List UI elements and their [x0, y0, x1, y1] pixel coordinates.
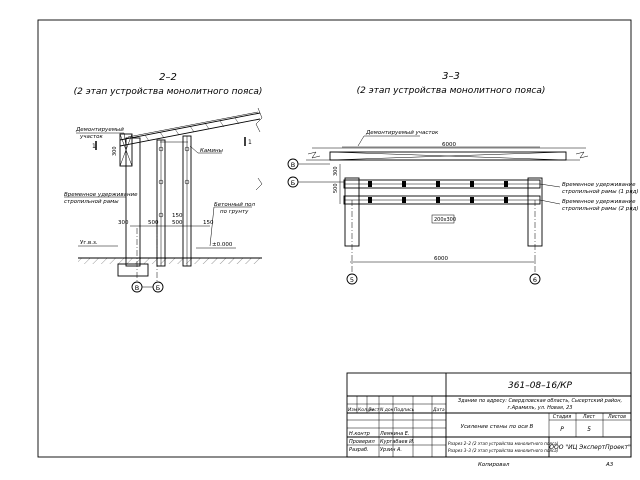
staff-role-2: Разраб.	[349, 447, 369, 453]
axis-6: 6	[533, 276, 537, 284]
section-2-2: 2–2 (2 этап устройства монолитного пояса…	[64, 72, 263, 293]
level-zero: ±0.000	[212, 242, 233, 248]
temporary-label-2: стропильной рамы	[64, 199, 119, 205]
dismantled-label: Демонтируемый	[75, 127, 124, 133]
title-block: 361–08–16/КР Здание по адресу: Свердловс…	[346, 372, 632, 468]
object-name: Усиление стены по оси В	[461, 424, 534, 430]
vert-300-label: 300	[112, 146, 118, 156]
stage-value: Р	[560, 426, 564, 433]
axis-b-right: Б	[291, 179, 295, 187]
dim-top: 6000	[442, 142, 456, 148]
axis-5: 5	[350, 276, 354, 284]
header-ndok: N док	[380, 407, 394, 413]
section-3-subtitle: (2 этап устройства монолитного пояса)	[357, 86, 546, 96]
axis-v-left: В	[135, 284, 139, 292]
dim-300: 300	[118, 220, 129, 226]
dim-500: 500	[333, 183, 339, 193]
company-name: ООО "ИЦ ЭкспертПроект"	[549, 444, 631, 451]
header-kolych: Кол.уч	[358, 407, 374, 413]
staff-role-0: Н.контр	[349, 431, 370, 437]
center-label: 200x300	[434, 217, 456, 223]
dim-150b: 150	[203, 220, 214, 226]
dim-300-3: 300	[333, 166, 339, 176]
copied-label: Копировал	[478, 462, 510, 468]
concrete-label-1: Бетонный пол	[214, 202, 256, 208]
beam-studs	[368, 181, 508, 203]
description-1: Разрез 2–2 (2 этап устройства монолитног…	[448, 441, 559, 446]
note-2-line-2: стропильной рамы (2 ряд)	[562, 206, 639, 212]
temporary-label-1: Временное удерживание	[64, 192, 138, 198]
section-2-title: 2–2	[159, 72, 177, 83]
dismantled-label-2: участок	[79, 134, 103, 140]
format-label: А3	[605, 462, 614, 468]
dim-500b: 500	[172, 220, 183, 226]
dim-150a: 150	[172, 213, 183, 219]
header-list: Лист	[367, 407, 380, 413]
note-2-line-1: Временное удерживание	[562, 199, 636, 205]
address-line-1: Здание по адресу: Свердловская область, …	[458, 398, 622, 404]
cut-mark-right: 1	[248, 139, 252, 146]
sheet-header: Лист	[582, 414, 595, 420]
note-1-line-1: Временное удерживание	[562, 182, 636, 188]
bars-label: Камины	[200, 148, 224, 154]
note-1-line-2: стропильной рамы (1 ряд)	[562, 189, 639, 195]
dismantled-label-3: Демонтируемый участок	[365, 130, 439, 136]
section-2-subtitle: (2 этап устройства монолитного пояса)	[74, 87, 263, 97]
sheet-value: 5	[587, 426, 591, 433]
staff-role-1: Проверил	[349, 439, 375, 445]
dim-500a: 500	[148, 220, 159, 226]
cut-mark-left: 1	[92, 143, 96, 150]
staff-name-1: Кургабаев И.	[380, 439, 414, 445]
address-line-2: г.Арамиль, ул. Новая, 23	[508, 405, 573, 411]
drawing-code: 361–08–16/КР	[508, 381, 573, 391]
header-izm: Изм	[348, 407, 358, 413]
roof-hatch	[144, 117, 240, 142]
sheets-header: Листов	[607, 414, 626, 420]
concrete-label-2: по грунту	[220, 209, 249, 215]
staff-name-2: Урзин А.	[380, 447, 402, 453]
header-podpis: Подпись	[394, 407, 415, 413]
axis-v-right: В	[291, 161, 295, 169]
stage-header: Стадия	[553, 414, 572, 420]
axis-b-left: Б	[156, 284, 160, 292]
section-3-3: 3–3 (2 этап устройства монолитного пояса…	[287, 71, 639, 285]
dim-bottom: 6000	[434, 256, 448, 262]
staff-name-0: Лемкина Е.	[379, 431, 410, 437]
sheet-frame	[37, 19, 632, 458]
header-data: Дата	[432, 407, 445, 413]
level-left: Уг.в.з.	[80, 240, 98, 246]
section-3-title: 3–3	[442, 71, 460, 82]
description-2: Разрез 3–3 (2 этап устройства монолитног…	[448, 448, 559, 453]
